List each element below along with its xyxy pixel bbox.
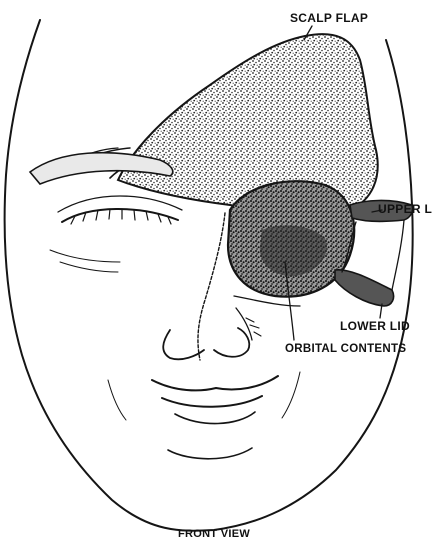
chin [168,448,252,459]
label-upper-lid: UPPER LID [378,202,432,216]
nose-bridge [236,308,252,340]
label-lower-lid: LOWER LID [340,319,410,333]
lower-lip [175,412,255,424]
eyelashes [71,209,171,224]
nose [163,328,249,359]
brow-shading [50,250,120,272]
label-scalp-flap: SCALP FLAP [290,11,368,25]
mouth-line [162,396,262,407]
lower-lid-flap [335,270,394,306]
incision-line [198,213,225,360]
upper-lip [152,376,278,390]
lid-connector [392,220,404,290]
scalp-flap [118,34,378,213]
caption-front-view: FRONT VIEW [178,528,250,540]
label-orbital-contents: ORBITAL CONTENTS [285,343,406,355]
